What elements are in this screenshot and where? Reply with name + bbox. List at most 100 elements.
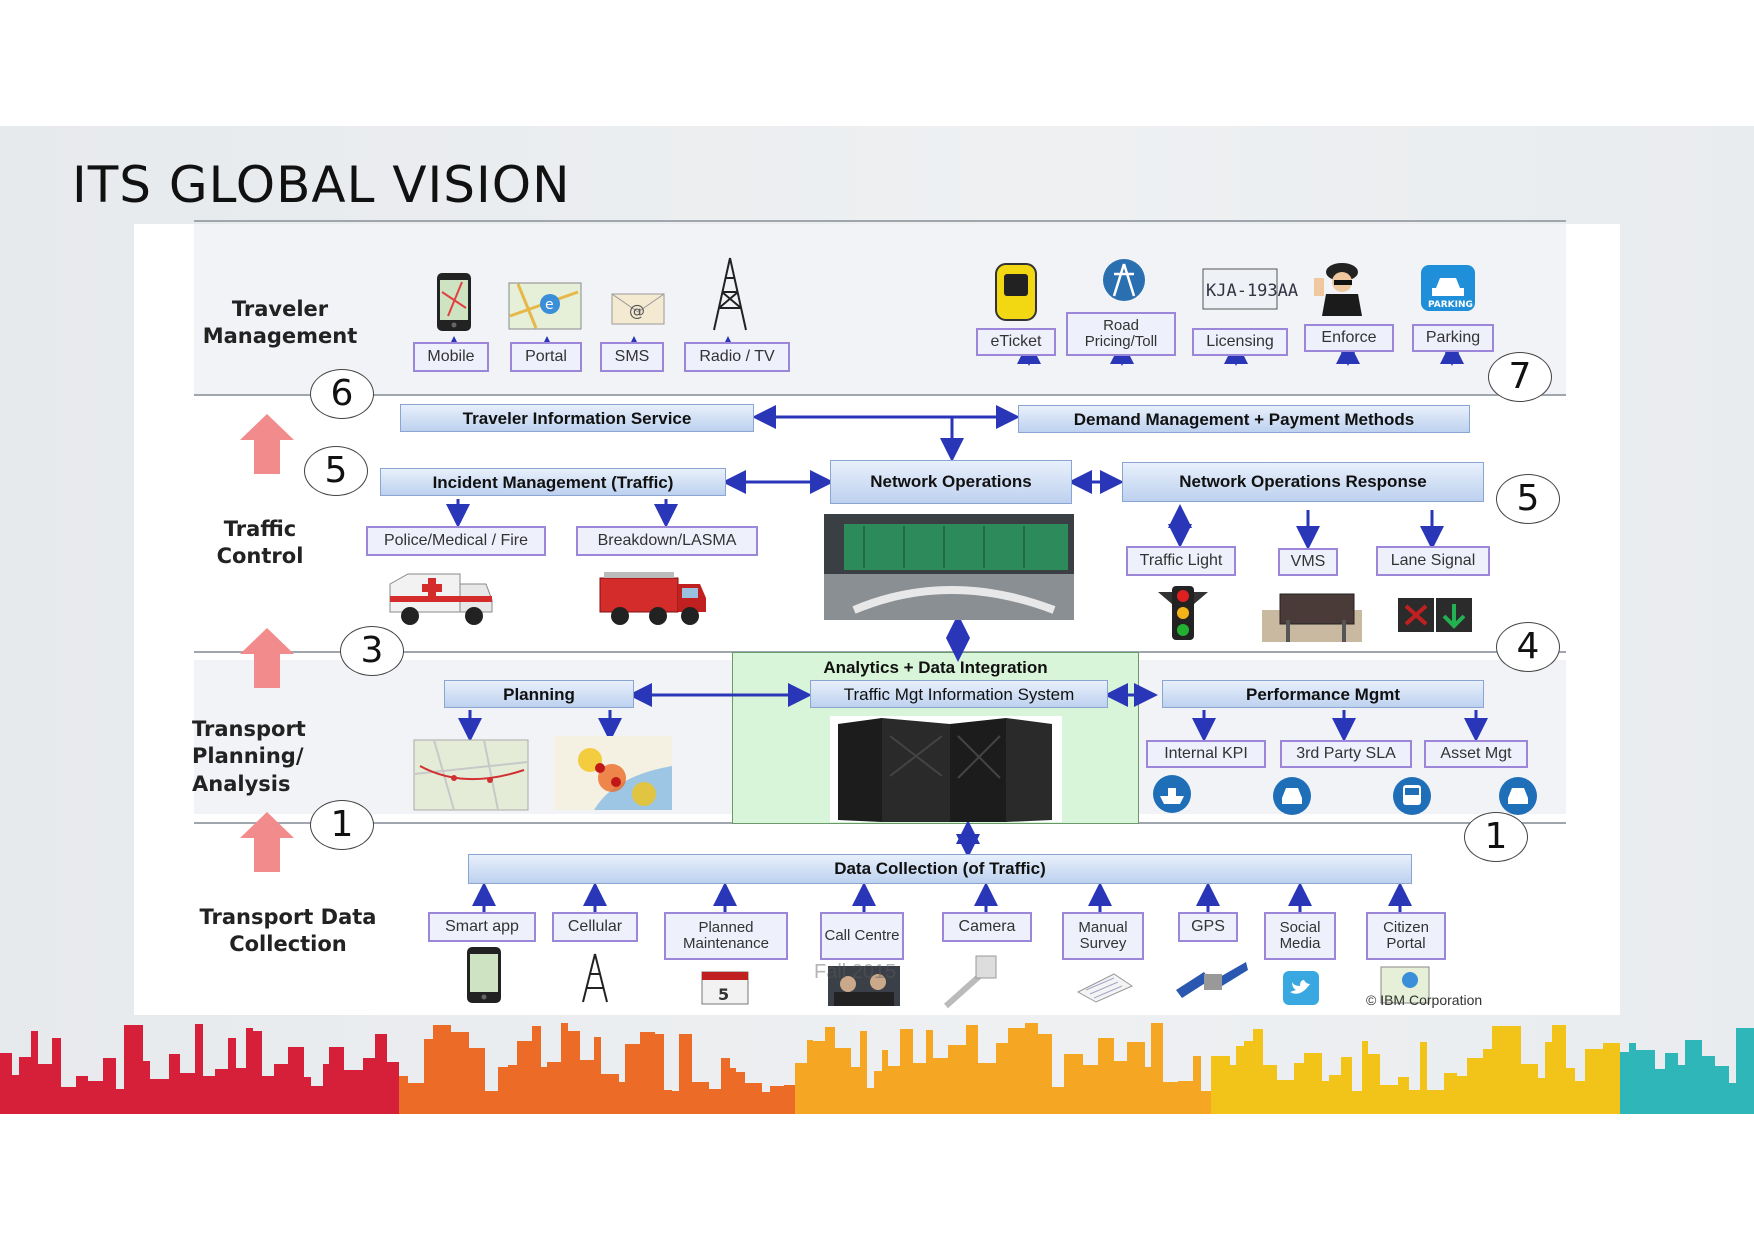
skyline-building	[288, 1047, 304, 1114]
up-arrow-icon	[240, 812, 294, 872]
skyline-building	[851, 1067, 860, 1114]
skyline-building	[867, 1088, 874, 1114]
skyline-building	[709, 1089, 721, 1114]
skyline-building	[966, 1025, 978, 1114]
skyline-building	[76, 1076, 88, 1114]
skyline-building	[1457, 1076, 1467, 1114]
skyline-building	[246, 1028, 253, 1114]
skyline-building	[323, 1064, 329, 1114]
channel-portal-label: Portal	[510, 342, 582, 372]
skyline-building	[1127, 1042, 1145, 1114]
toll-road-icon	[1103, 259, 1145, 301]
incident-police-label: Police/Medical / Fire	[366, 526, 546, 556]
skyline-building	[1585, 1049, 1603, 1114]
skyline-building	[601, 1074, 619, 1114]
skyline-building	[1545, 1042, 1552, 1114]
skyline-building	[807, 1040, 813, 1114]
skyline-building	[485, 1091, 498, 1114]
skyline-building	[568, 1031, 580, 1114]
skyline-building	[52, 1038, 61, 1114]
satellite-icon	[1176, 962, 1248, 998]
skyline-building	[888, 1066, 900, 1114]
skyline-building	[1163, 1082, 1178, 1114]
skyline-building	[762, 1092, 770, 1114]
source-smart-app-label: Smart app	[428, 912, 536, 942]
skyline-building	[408, 1083, 424, 1114]
demand-parking-label: Parking	[1412, 324, 1494, 352]
skyline-building	[1398, 1077, 1409, 1114]
skyline-building	[215, 1069, 228, 1114]
step-number: 1	[310, 800, 374, 850]
skyline-building	[451, 1032, 469, 1114]
skyline-building	[31, 1031, 38, 1114]
skyline-building	[1322, 1081, 1329, 1114]
skyline-building	[532, 1026, 541, 1114]
map-icon	[1380, 966, 1430, 1004]
skyline-building	[1304, 1053, 1322, 1114]
skyline-building	[594, 1037, 601, 1114]
skyline-building	[195, 1024, 203, 1114]
skyline-building	[1467, 1058, 1483, 1114]
skyline-building	[1352, 1091, 1362, 1114]
skyline-building	[900, 1029, 913, 1114]
skyline-decoration	[0, 1023, 1754, 1114]
skyline-building	[1151, 1023, 1163, 1114]
skyline-building	[1538, 1078, 1545, 1114]
twitter-icon	[1283, 971, 1319, 1005]
skyline-building	[1620, 1052, 1629, 1114]
skyline-building	[1211, 1056, 1230, 1114]
server-rack-image	[830, 716, 1062, 822]
source-social-media-label: Social Media	[1264, 912, 1336, 960]
vms-sign-icon	[1262, 593, 1362, 642]
skyline-building	[672, 1091, 679, 1114]
channel-sms-label: SMS	[600, 342, 664, 372]
separator-top	[194, 220, 1566, 222]
skyline-building	[1729, 1083, 1736, 1114]
skyline-building	[344, 1070, 363, 1114]
tmis-bar: Traffic Mgt Information System	[810, 680, 1108, 708]
skyline-building	[1038, 1034, 1052, 1114]
demand-management-bar: Demand Management + Payment Methods	[1018, 405, 1470, 433]
skyline-building	[1655, 1069, 1665, 1114]
its-diagram: Traveler Management Traffic Control Tran…	[134, 220, 1620, 1015]
performance-mgmt-bar: Performance Mgmt	[1162, 680, 1484, 708]
skyline-building	[813, 1041, 825, 1114]
skyline-building	[1492, 1026, 1510, 1114]
skyline-building	[1201, 1091, 1211, 1114]
skyline-building	[933, 1058, 948, 1114]
ambulance-icon	[389, 573, 493, 625]
skyline-building	[619, 1082, 625, 1114]
planning-map-image	[413, 739, 529, 811]
smartphone-icon	[467, 947, 501, 1003]
response-traffic-light-label: Traffic Light	[1126, 546, 1236, 576]
svg-text:@: @	[629, 301, 645, 320]
skyline-building	[1603, 1043, 1620, 1114]
skyline-building	[730, 1068, 736, 1114]
skyline-building	[1230, 1065, 1236, 1114]
license-plate-text: KJA-193AA	[1206, 281, 1298, 301]
skyline-building	[169, 1054, 180, 1114]
skyline-building	[1629, 1043, 1636, 1114]
source-manual-survey-label: Manual Survey	[1062, 912, 1144, 960]
skyline-building	[770, 1086, 784, 1114]
skyline-building	[1420, 1042, 1427, 1114]
skyline-building	[1341, 1057, 1352, 1114]
skyline-building	[424, 1039, 433, 1114]
skyline-building	[1575, 1081, 1585, 1114]
skyline-building	[825, 1027, 835, 1114]
analytics-title: Analytics + Data Integration	[823, 658, 1048, 677]
fire-truck-icon	[599, 572, 706, 625]
watermark: Fall 2015	[814, 961, 897, 983]
bus-icon	[1393, 777, 1431, 815]
skyline-building	[262, 1076, 274, 1114]
skyline-building	[692, 1082, 709, 1114]
parking-badge-text: PARKING	[1428, 300, 1473, 310]
demand-enforce-label: Enforce	[1304, 324, 1394, 352]
skyline-building	[1678, 1065, 1685, 1114]
planning-bar: Planning	[444, 680, 634, 708]
demand-licensing-label: Licensing	[1192, 328, 1288, 356]
skyline-building	[784, 1085, 795, 1114]
skyline-building	[1193, 1056, 1201, 1114]
skyline-building	[88, 1081, 103, 1114]
layer-label-collection: Transport Data Collection	[199, 905, 377, 957]
